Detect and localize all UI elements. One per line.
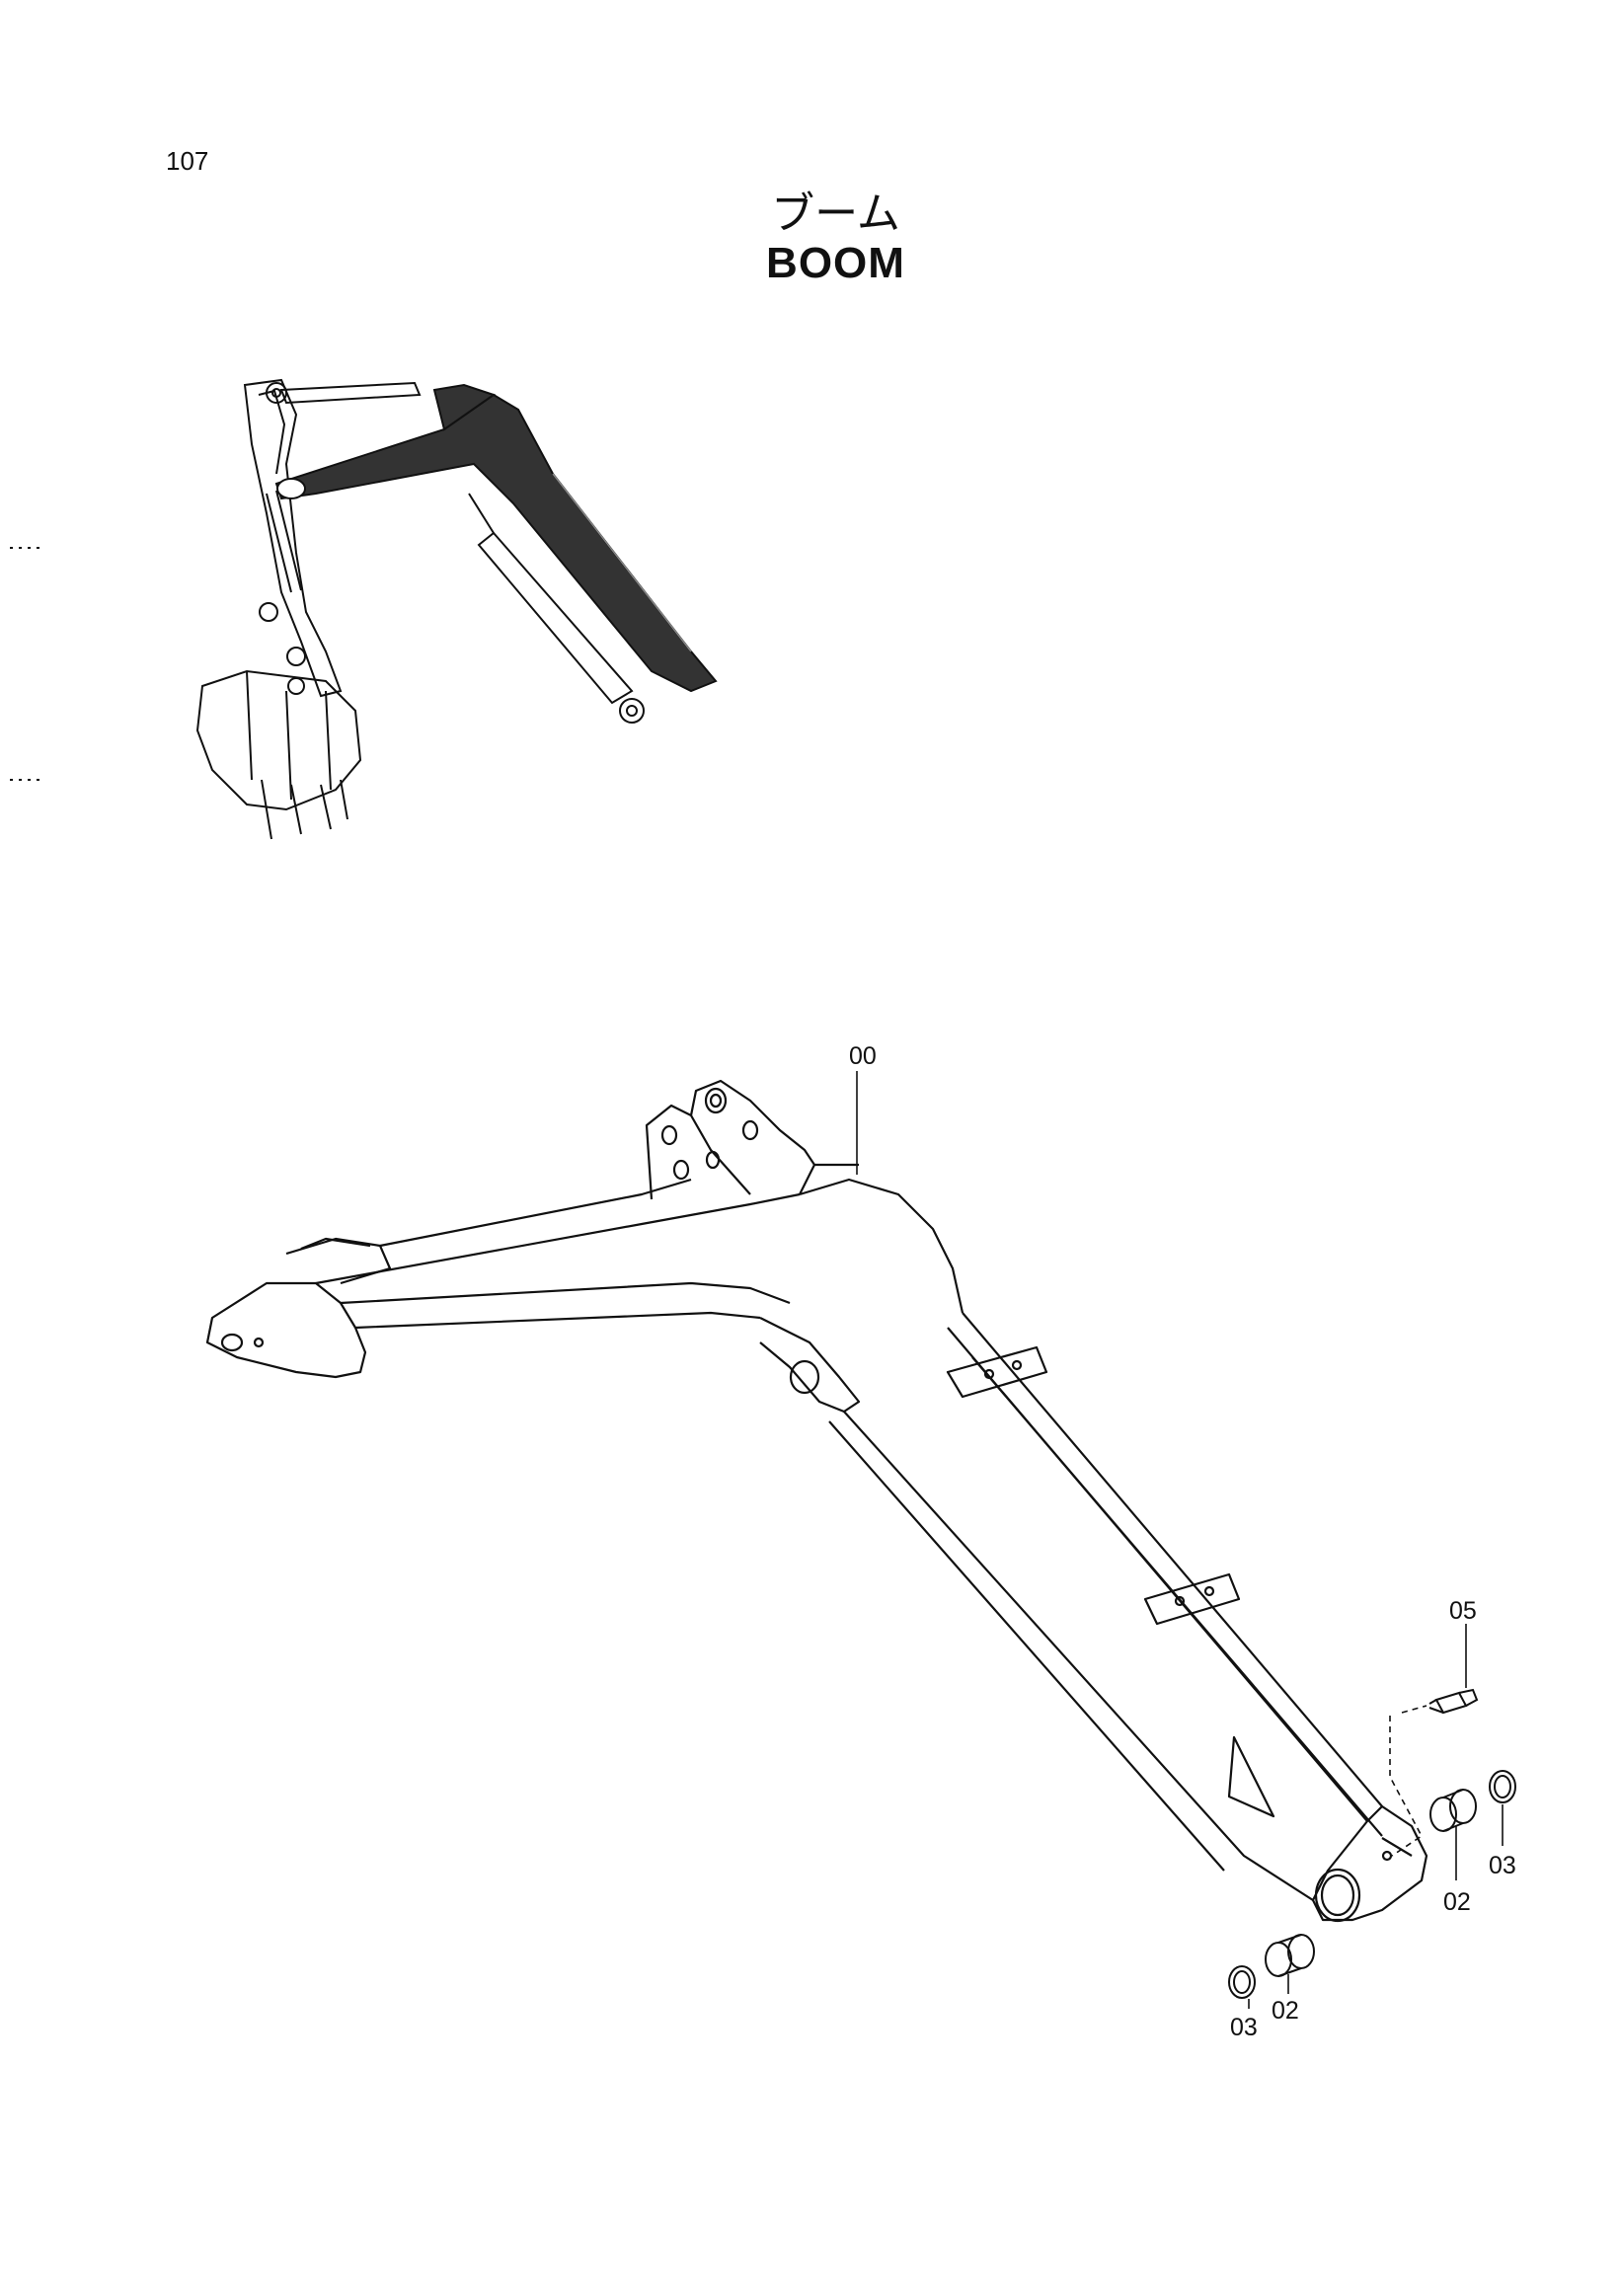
leader-lines: [856, 1071, 1504, 2009]
page-number: 107: [166, 146, 209, 176]
callout-grease-fitting: 05: [1449, 1597, 1477, 1625]
callout-bushing-right: 02: [1443, 1888, 1471, 1916]
callout-seal-right: 03: [1489, 1852, 1516, 1879]
seal-right-part: [1489, 1770, 1516, 1803]
boom-assembly-drawing: [205, 1079, 1428, 1923]
bushing-left-part: [1265, 1934, 1315, 1977]
bushing-right-part: [1429, 1789, 1477, 1832]
page-title-japanese: ブーム: [771, 189, 900, 239]
grease-fitting-part: [1428, 1688, 1479, 1715]
seal-left-part: [1228, 1965, 1256, 1999]
callout-bushing-left: 02: [1272, 1997, 1299, 2025]
page-title-english: BOOM: [766, 239, 905, 287]
excavator-overview-illustration: [10, 378, 645, 840]
callout-boom: 00: [849, 1042, 877, 1070]
callout-seal-left: 03: [1230, 2014, 1258, 2041]
boom-highlight-overview: [274, 383, 718, 693]
